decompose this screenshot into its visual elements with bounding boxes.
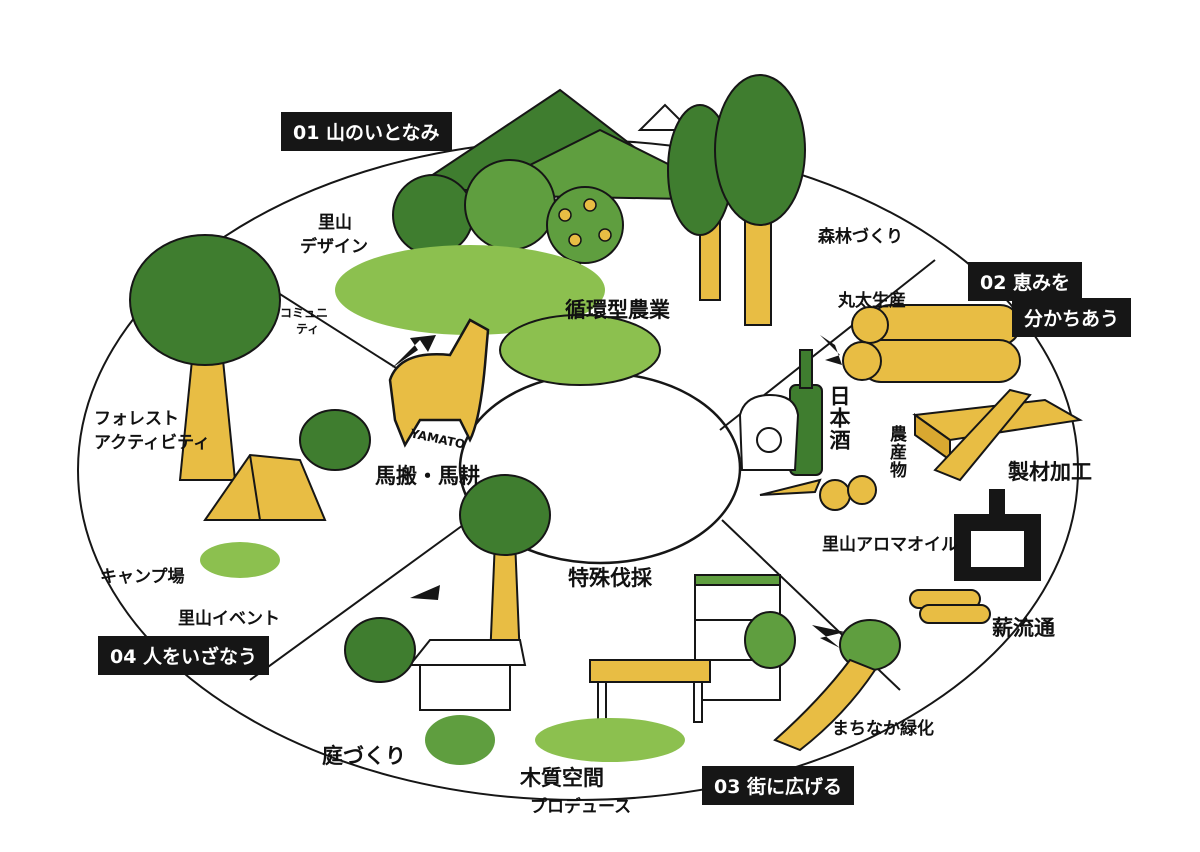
tree-icon [129, 234, 281, 481]
label-satoyama-event: 里山イベント [178, 609, 280, 629]
section-03-label: 03 街に広げる [702, 766, 855, 805]
rice-bag-icon [738, 393, 800, 471]
tree-icon [459, 474, 551, 661]
label-forest-activity-1: フォレスト [94, 409, 179, 429]
rice-field [499, 314, 661, 386]
label-junkan-nougyou: 循環型農業 [565, 298, 670, 322]
label-mokushitsu-kuukan: 木質空間 [520, 766, 604, 790]
horse-icon [388, 318, 490, 448]
label-forest-activity-2: アクティビティ [94, 433, 211, 453]
street-path [773, 658, 877, 752]
vegetables-icon [759, 475, 877, 511]
label-aroma-oil: 里山アロマオイル [822, 535, 958, 555]
label-community-2: ティ [296, 322, 320, 336]
label-produce: プロデュース [530, 797, 632, 817]
house-icon [407, 639, 527, 711]
tree-icon [392, 74, 806, 326]
label-maruta-seisan: 丸太生産 [838, 291, 906, 311]
meadow [335, 245, 605, 335]
pavilion-icon [589, 659, 711, 723]
label-seizai-kakou: 製材加工 [1008, 460, 1092, 484]
section-01-label: 01 山のいとなみ [281, 112, 452, 151]
camp-grass [200, 542, 280, 578]
stove-icon [954, 489, 1041, 581]
fruit-tree-icon [558, 198, 612, 247]
label-shinrin-zukuri: 森林づくり [818, 227, 903, 247]
label-niwa-zukuri: 庭づくり [322, 744, 406, 768]
garden-grass [535, 718, 685, 762]
label-community-1: コミュニ [280, 306, 329, 320]
label-satoyama-design-1: 里山 [318, 213, 352, 233]
lumber-icon [912, 388, 1083, 482]
tent-icon [203, 453, 327, 521]
label-nousanbutsu: 農産物 [886, 425, 906, 479]
section-04-label: 04 人をいざなう [98, 636, 270, 675]
label-machinaka-ryokka: まちなか緑化 [832, 719, 934, 739]
label-satoyama-design-2: デザイン [300, 237, 368, 257]
label-bahan-bakou: 馬搬・馬耕 [375, 464, 480, 488]
garden-grass-left [425, 715, 495, 765]
log-pile-icon [842, 304, 1021, 383]
label-nihonshu: 日本酒 [827, 385, 851, 451]
label-maki-ryuutsuu: 薪流通 [992, 616, 1055, 640]
section-02-label-line1: 02 恵みを [968, 262, 1083, 301]
label-camp-jou: キャンプ場 [100, 567, 185, 587]
firewood-icon [909, 589, 991, 624]
label-tokushu-bassai: 特殊伐採 [568, 566, 652, 590]
tree-icon [299, 409, 901, 683]
arrow-icon [392, 335, 845, 648]
section-02-label-line2: 分かちあう [1012, 298, 1132, 337]
